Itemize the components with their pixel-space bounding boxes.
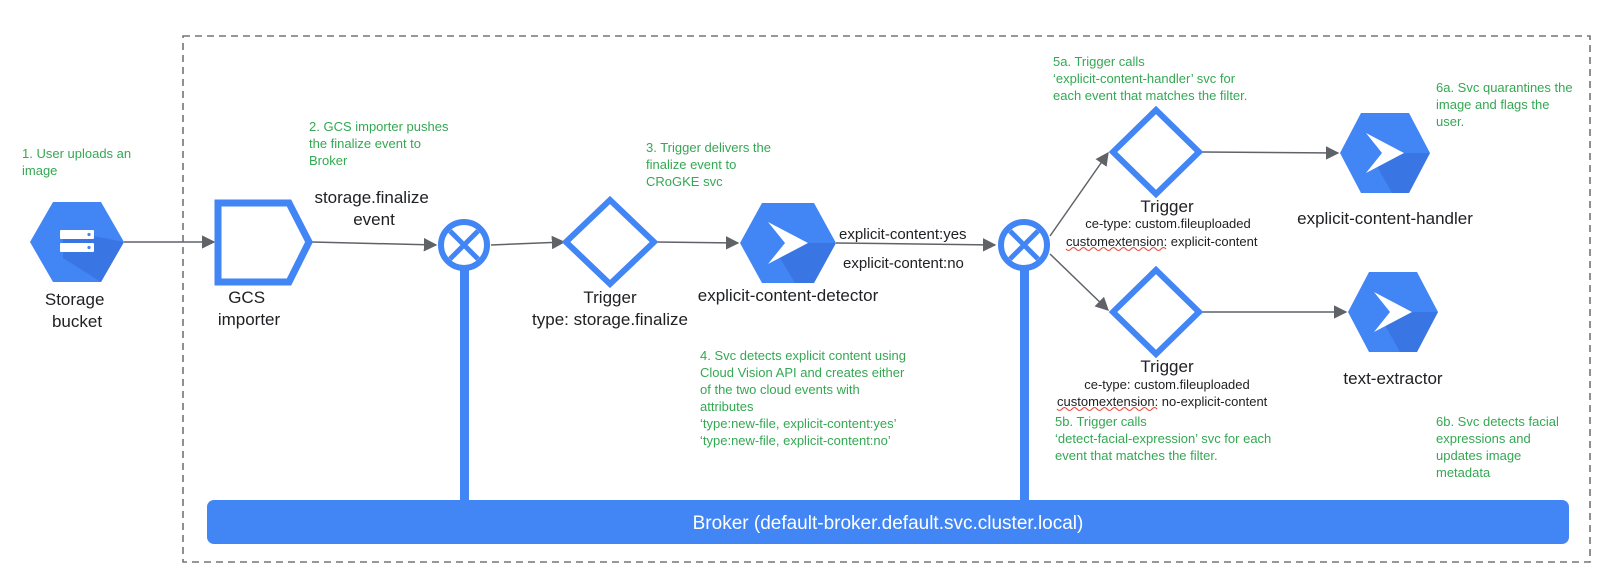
storage-bucket-label: Storage bucket <box>45 290 109 331</box>
step-6b-note: 6b. Svc detects facial expressions and u… <box>1436 414 1562 480</box>
broker-label: Broker (default-broker.default.svc.clust… <box>693 513 1084 534</box>
step-3-note: 3. Trigger delivers the finalize event t… <box>646 140 775 189</box>
broker-bar <box>207 500 1569 544</box>
arrow-channel-to-trigger-bottom <box>1049 253 1109 311</box>
channel-node-2-icon <box>998 219 1050 271</box>
trigger-bottom-filter-ext: customextension: no-explicit-content <box>1057 394 1268 409</box>
arrow-trigger-top-to-handler <box>1201 146 1340 160</box>
arrow-detector-to-channel <box>835 238 997 252</box>
handler-cloud-run-icon <box>1340 113 1430 193</box>
trigger-top-label: Trigger <box>1140 197 1194 216</box>
trigger-bottom-label: Trigger <box>1140 357 1194 376</box>
storage-bucket-icon <box>30 202 124 282</box>
trigger-top-diamond-icon <box>1108 105 1204 199</box>
channel-node-1-icon <box>438 219 490 271</box>
broker-connector-1 <box>460 268 469 504</box>
arrow-channel-to-trigger-top <box>1049 151 1109 237</box>
trigger-1-filter: type: storage.finalize <box>532 310 688 329</box>
spellcheck-squiggle-top <box>1065 247 1167 251</box>
branch-no-label: explicit-content:no <box>843 255 964 272</box>
step-6a-note: 6a. Svc quarantines the image and flags … <box>1436 80 1576 129</box>
event-label: storage.finalize event <box>314 188 433 229</box>
detector-label: explicit-content-detector <box>698 286 879 305</box>
arrow-channel-to-trigger <box>490 235 566 250</box>
step-5a-note: 5a. Trigger calls ‘explicit-content-hand… <box>1053 54 1247 103</box>
extractor-cloud-run-icon <box>1348 272 1438 352</box>
step-4-note: 4. Svc detects explicit content using Cl… <box>700 348 910 448</box>
detector-cloud-run-icon <box>740 203 836 283</box>
gcs-importer-label: GCS importer <box>218 288 281 329</box>
trigger-diamond-icon <box>561 195 659 289</box>
trigger-bottom-diamond-icon <box>1108 265 1204 359</box>
step-1-note: 1. User uploads an image <box>22 146 135 178</box>
step-2-note: 2. GCS importer pushes the finalize even… <box>309 119 452 168</box>
handler-label: explicit-content-handler <box>1297 209 1473 228</box>
trigger-top-filter-type: ce-type: custom.fileuploaded <box>1085 216 1250 231</box>
spellcheck-squiggle-bottom <box>1056 407 1158 411</box>
trigger-bottom-filter-type: ce-type: custom.fileuploaded <box>1084 377 1249 392</box>
trigger-top-filter-ext: customextension: explicit-content <box>1066 234 1258 249</box>
branch-yes-label: explicit-content:yes <box>839 226 967 243</box>
extractor-label: text-extractor <box>1343 369 1443 388</box>
cluster-boundary <box>182 35 1591 563</box>
step-5b-note: 5b. Trigger calls ‘detect-facial-express… <box>1055 414 1275 463</box>
trigger-1-label: Trigger <box>583 288 637 307</box>
arrow-importer-to-channel <box>311 237 438 252</box>
importer-icon <box>214 199 313 286</box>
arrow-trigger-to-detector <box>655 236 740 250</box>
broker-connector-2 <box>1020 268 1029 504</box>
